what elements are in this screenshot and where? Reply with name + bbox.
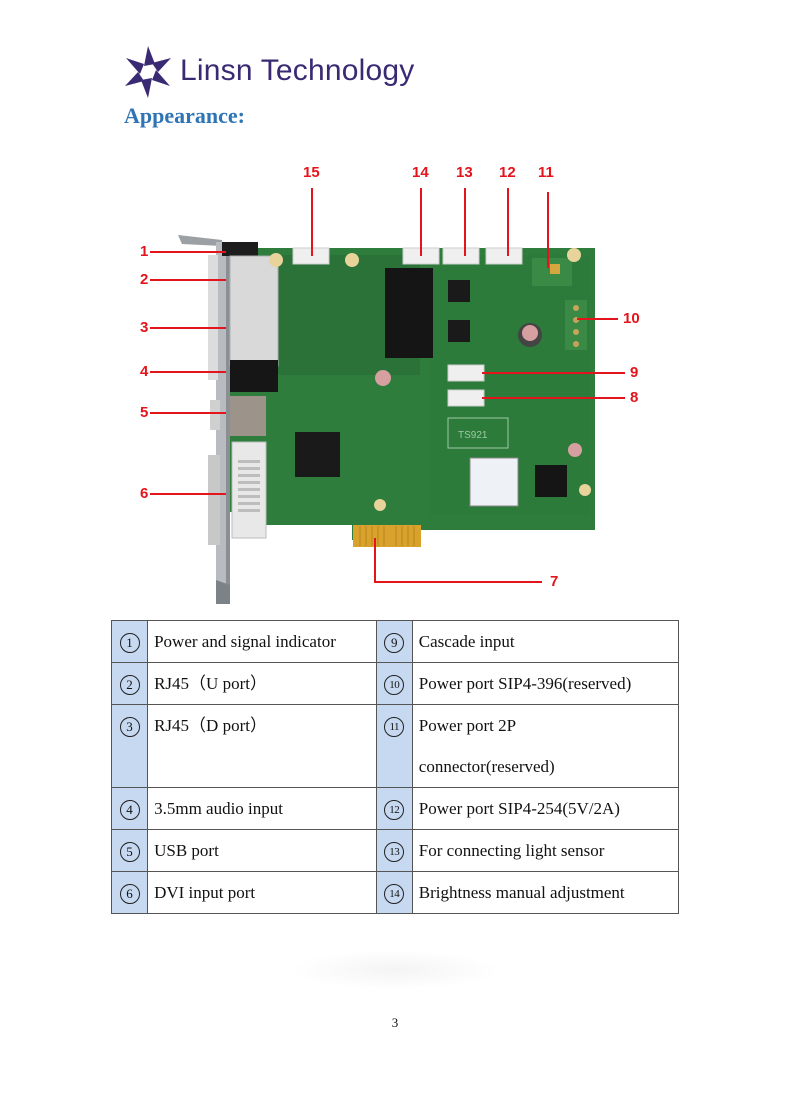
- item-description: For connecting light sensor: [418, 841, 605, 860]
- board-illustration: TS921: [150, 188, 625, 604]
- table-row: 4 3.5mm audio input 12 Power port SIP4-2…: [110, 787, 680, 830]
- callout-9: 9: [630, 364, 639, 381]
- usb-port: [230, 396, 266, 436]
- callout-12: 12: [499, 164, 516, 181]
- module-u15: [469, 457, 519, 507]
- item-number: 12: [384, 800, 405, 821]
- item-description: USB port: [154, 841, 219, 860]
- callout-8: 8: [630, 389, 639, 406]
- page-number: 3: [391, 1015, 399, 1030]
- item-description: Power port SIP4-396(reserved): [418, 674, 632, 693]
- item-description: Power port 2P connector(reserved): [418, 716, 555, 776]
- item-number: 11: [384, 717, 405, 738]
- callout-7: 7: [550, 573, 559, 590]
- leader-7: [374, 538, 542, 583]
- item-description: RJ45（D port）: [154, 716, 267, 735]
- callout-5: 5: [140, 404, 149, 421]
- callout-10: 10: [623, 310, 640, 327]
- callout-3: 3: [140, 319, 149, 336]
- item-description: DVI input port: [154, 883, 256, 902]
- item-description: Brightness manual adjustment: [418, 883, 625, 902]
- table-row: 5 USB port 13 For connecting light senso…: [110, 829, 680, 872]
- pinwheel-star-icon: [125, 46, 171, 98]
- callout-lines: [150, 188, 625, 583]
- indicator-led-block: [222, 242, 258, 256]
- item-number: 5: [119, 842, 140, 863]
- item-number: 14: [384, 884, 405, 905]
- item-description: RJ45（U port）: [154, 674, 267, 693]
- callout-14: 14: [412, 164, 429, 181]
- svg-text:TS921: TS921: [458, 430, 488, 441]
- item-number: 3: [119, 717, 140, 738]
- item-number: 9: [384, 633, 405, 654]
- faint-reflection: [290, 950, 500, 990]
- power-sip4-396-pads: [565, 300, 587, 350]
- table-row: 6 DVI input port 14 Brightness manual ad…: [110, 871, 680, 914]
- chip-u7: [385, 268, 433, 358]
- item-number: 4: [119, 800, 140, 821]
- connector-light-sensor: [442, 247, 480, 265]
- item-number: 2: [119, 675, 140, 696]
- table-row: 2 RJ45（U port） 10 Power port SIP4-396(re…: [110, 662, 680, 705]
- callout-13: 13: [456, 164, 473, 181]
- callout-6: 6: [140, 485, 149, 502]
- callout-1: 1: [140, 243, 149, 260]
- callout-4: 4: [140, 363, 149, 380]
- callout-2: 2: [140, 271, 149, 288]
- label-ts921: [447, 417, 509, 449]
- brand-logo: Linsn Technology: [122, 44, 415, 100]
- connector-port-in: [447, 364, 485, 382]
- rj45-stack: [229, 255, 279, 367]
- item-description: Power port SIP4-254(5V/2A): [418, 799, 620, 818]
- pcie-bracket: [178, 235, 230, 604]
- board-photo: TS921: [130, 160, 660, 610]
- callout-11: 11: [538, 164, 554, 181]
- chip-fpga: [295, 432, 340, 477]
- chip-u23: [535, 465, 567, 497]
- item-description: 3.5mm audio input: [154, 799, 284, 818]
- item-number: 13: [384, 842, 405, 863]
- item-number: 10: [384, 675, 405, 696]
- audio-jack: [230, 360, 278, 392]
- item-description: Cascade input: [418, 632, 515, 651]
- connector-led-display: [447, 389, 485, 407]
- port-description-table: 1 Power and signal indicator 9 Cascade i…: [110, 620, 680, 914]
- pcie-edge-connector: [353, 525, 421, 547]
- connector-power-sip4-254: [485, 247, 523, 265]
- table-row: 3 RJ45（D port） 11 Power port 2P connecto…: [110, 704, 680, 788]
- item-description: Power and signal indicator: [154, 632, 336, 651]
- callout-15: 15: [303, 164, 320, 181]
- section-title: Appearance:: [124, 103, 245, 128]
- item-number: 6: [119, 884, 140, 905]
- brand-name: Linsn Technology: [180, 54, 415, 87]
- item-number: 1: [119, 633, 140, 654]
- table-row: 1 Power and signal indicator 9 Cascade i…: [110, 620, 680, 663]
